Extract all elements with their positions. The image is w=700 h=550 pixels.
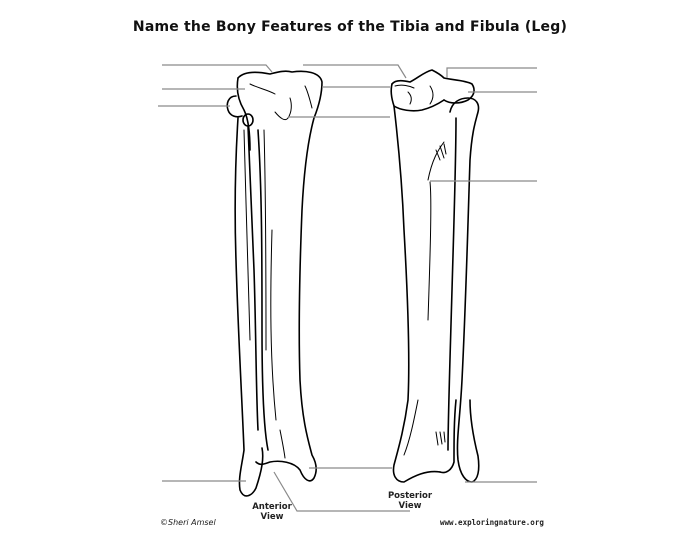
label-line-4	[303, 64, 407, 79]
anterior-view-label: Anterior View	[252, 502, 292, 522]
anterior-view-bones	[226, 70, 323, 497]
website-credit: www.exploringnature.org	[440, 518, 544, 527]
label-lines	[158, 64, 537, 512]
label-line-12	[273, 471, 410, 512]
posterior-view-bones	[390, 69, 480, 483]
label-line-1	[162, 64, 273, 73]
posterior-view-label: Posterior View	[387, 491, 433, 511]
worksheet-title: Name the Bony Features of the Tibia and …	[132, 19, 568, 35]
author-credit: ©Sheri Amsel	[160, 518, 216, 527]
label-line-7	[446, 67, 537, 78]
